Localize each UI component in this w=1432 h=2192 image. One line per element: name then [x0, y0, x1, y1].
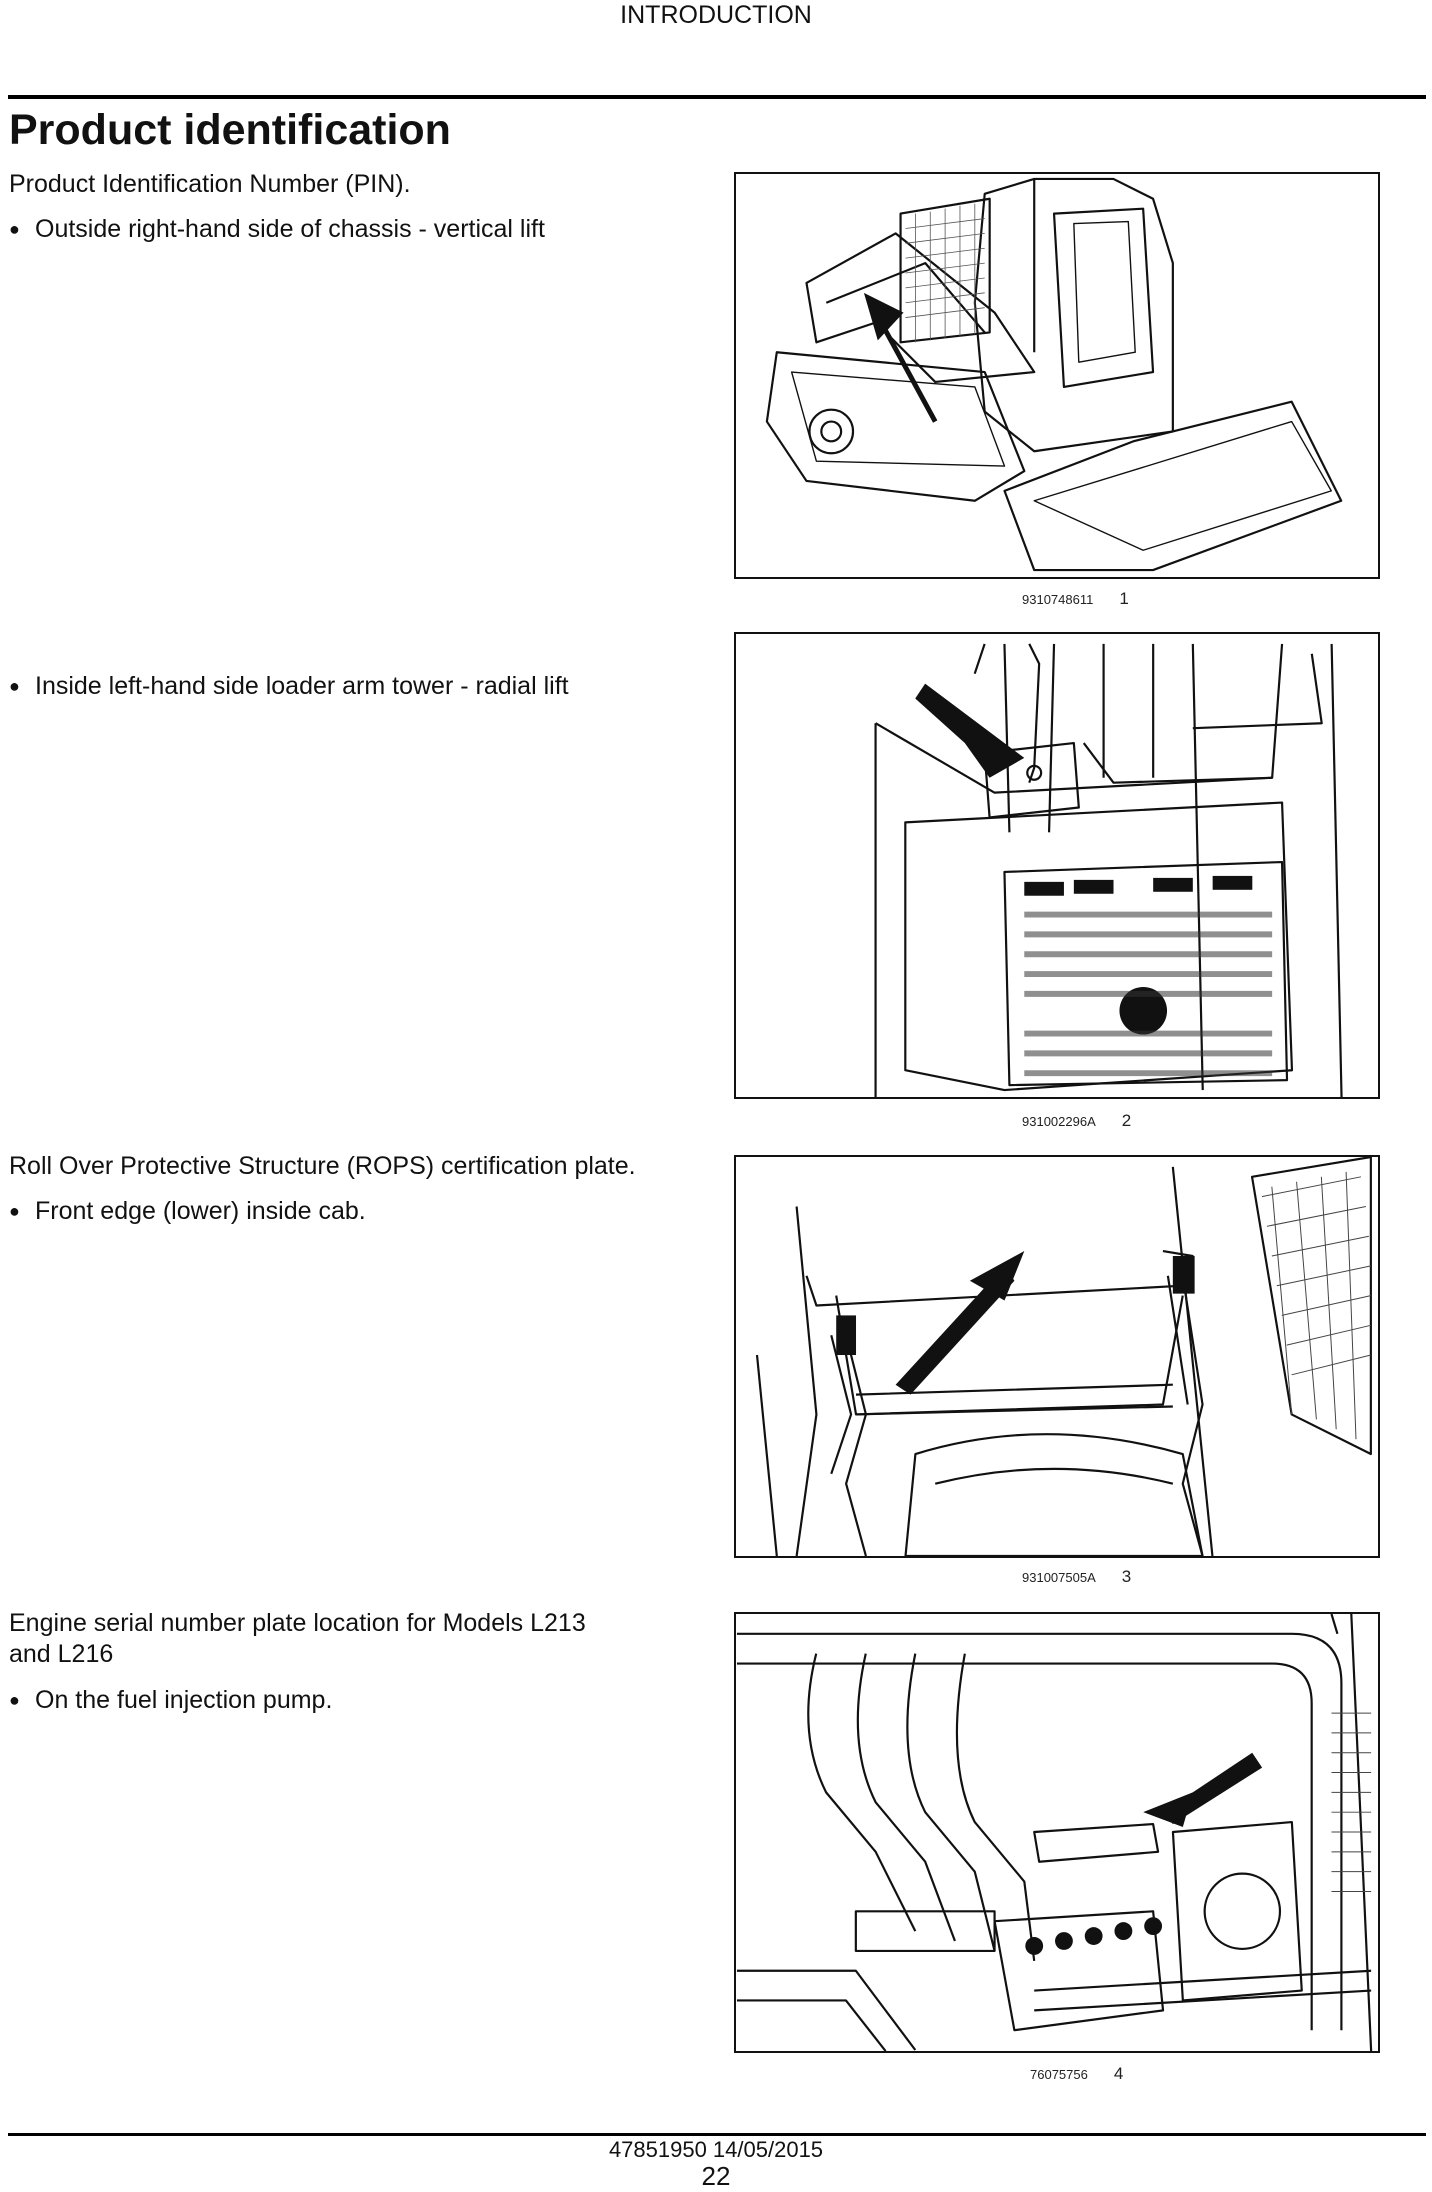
figure-1-number: 1 [1119, 589, 1129, 608]
loader-arm-tower-illustration [874, 643, 1343, 1097]
bullet-dot: ● [9, 219, 20, 239]
figure-4-image [734, 1612, 1380, 2053]
footer-rule [8, 2133, 1426, 2136]
figure-3-caption: 931007505A 3 [1022, 1567, 1131, 1587]
bullet-text: Outside right-hand side of chassis - ver… [35, 215, 545, 243]
section-4-lead-line2: and L216 [9, 1640, 114, 1668]
section-1-bullet: ● Outside right-hand side of chassis - v… [9, 213, 709, 245]
section-1-lead: Product Identification Number (PIN). [9, 170, 411, 198]
fuel-injection-pump-illustration [736, 1614, 1373, 2051]
figure-4-caption: 76075756 4 [1030, 2064, 1123, 2084]
figure-3-number: 3 [1121, 1567, 1132, 1586]
header-rule [8, 95, 1426, 99]
page-title: Product identification [9, 106, 451, 154]
compact-track-loader-illustration [765, 177, 1343, 572]
bullet-text: On the fuel injection pump. [35, 1686, 333, 1714]
figure-2-caption: 931002296A 2 [1022, 1111, 1131, 1131]
bullet-dot: ● [9, 1201, 20, 1221]
bullet-dot: ● [9, 1690, 20, 1710]
figure-2-image [734, 632, 1380, 1099]
figure-2-code: 931002296A [1022, 1114, 1096, 1129]
section-3-lead: Roll Over Protective Structure (ROPS) ce… [9, 1152, 636, 1180]
footer-doc-id: 47851950 14/05/2015 [608, 2137, 824, 2162]
cab-interior-illustration [755, 1157, 1372, 1556]
page-number: 22 [701, 2161, 731, 2191]
running-header: INTRODUCTION [620, 1, 812, 29]
figure-4-code: 76075756 [1030, 2067, 1088, 2082]
section-3-bullet: ● Front edge (lower) inside cab. [9, 1195, 709, 1227]
figure-4-number: 4 [1113, 2064, 1124, 2083]
figure-3-code: 931007505A [1022, 1570, 1096, 1585]
bullet-text: Front edge (lower) inside cab. [35, 1197, 366, 1225]
figure-1-code: 9310748611 [1022, 592, 1094, 607]
figure-1-image [734, 172, 1380, 579]
figure-3-image [734, 1155, 1380, 1558]
figure-1-caption: 9310748611 1 [1022, 589, 1129, 609]
bullet-text: Inside left-hand side loader arm tower -… [35, 672, 569, 700]
section-4-bullet: ● On the fuel injection pump. [9, 1684, 709, 1716]
figure-2-number: 2 [1121, 1111, 1132, 1130]
section-4-lead-line1: Engine serial number plate location for … [9, 1609, 586, 1637]
section-2-bullet: ● Inside left-hand side loader arm tower… [9, 670, 709, 702]
bullet-dot: ● [9, 676, 20, 696]
